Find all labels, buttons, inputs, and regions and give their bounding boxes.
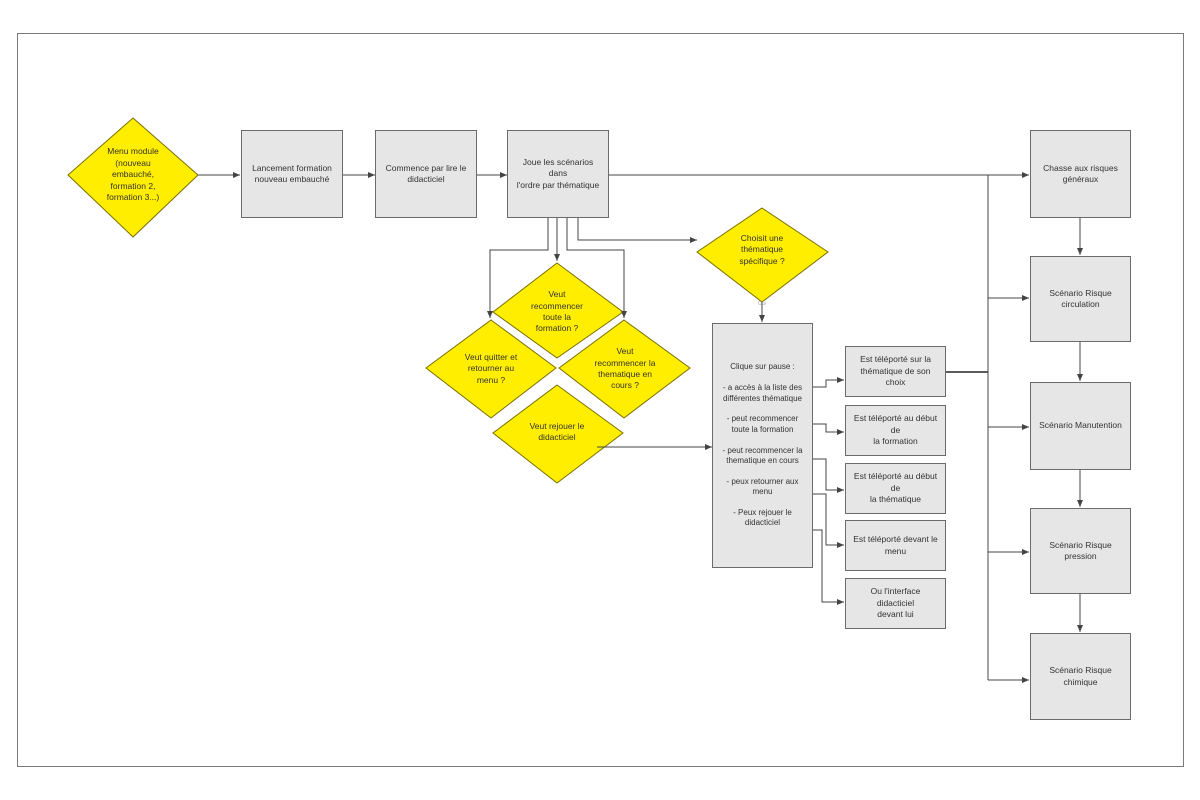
interface-box: Ou l'interface didacticiel devant lui [845, 578, 946, 629]
connectors [198, 172, 1083, 683]
manutention-box: Scénario Manutention [1030, 382, 1131, 470]
recommencer-formation-diamond [492, 262, 624, 359]
circulation-box: Scénario Risque circulation [1030, 256, 1131, 342]
edge-pause-interface [813, 529, 844, 605]
pression-box: Scénario Risque pression [1030, 508, 1131, 594]
edge-pause-menu [813, 493, 844, 548]
teleporte-choix-box: Est téléporté sur la thématique de son c… [845, 346, 946, 397]
edge-joue-recommencer-thematique [566, 218, 627, 318]
choisit-diamond [696, 207, 829, 303]
quitter-diamond [425, 319, 557, 419]
recommencer-thematique-diamond [558, 319, 691, 419]
rejouer-diamond [492, 384, 624, 484]
chimique-box: Scénario Risque chimique [1030, 633, 1131, 720]
teleporte-thematique-box: Est téléporté au début de la thématique [845, 463, 946, 514]
menu-module-diamond [67, 117, 199, 238]
teleporte-menu-box: Est téléporté devant le menu [845, 520, 946, 571]
edge-joue-quitter [487, 218, 549, 318]
teleporte-formation-box: Est téléporté au début de la formation [845, 405, 946, 456]
joue-box: Joue les scénarios dans l'ordre par thém… [507, 130, 609, 218]
oui-edge-label: Oui [758, 301, 766, 307]
didacticiel-box: Commence par lire le didacticiel [375, 130, 477, 218]
lancement-box: Lancement formation nouveau embauché [241, 130, 343, 218]
edge-joue-choisit [577, 218, 697, 243]
edge-pause-thematique [813, 458, 844, 493]
edge-pause-choix [813, 377, 844, 388]
edge-pause-formation [813, 423, 844, 435]
pause-box: Clique sur pause : - a accès à la liste … [712, 323, 813, 568]
chasse-box: Chasse aux risques généraux [1030, 130, 1131, 218]
